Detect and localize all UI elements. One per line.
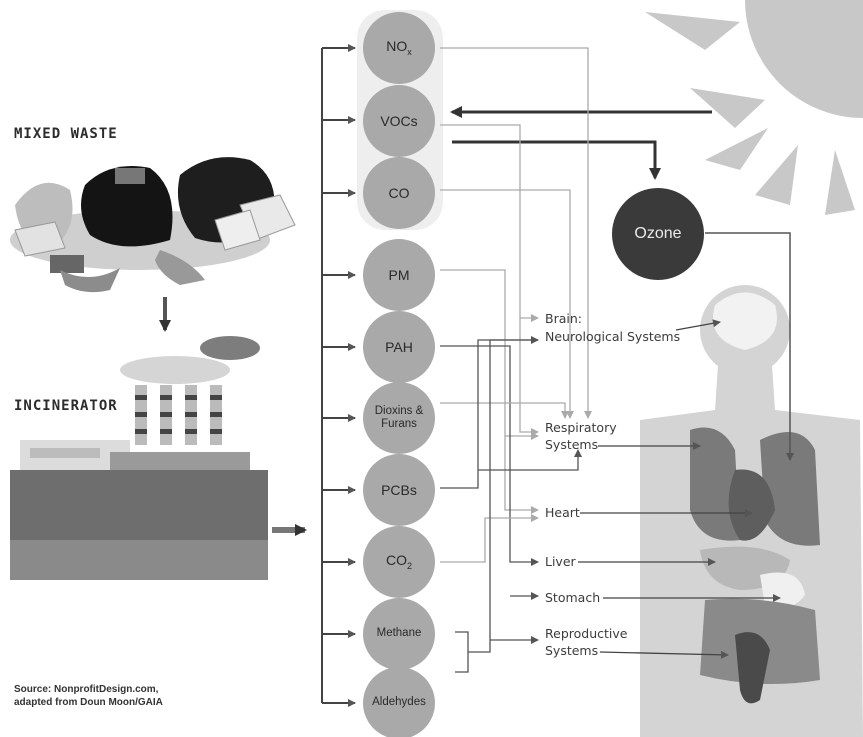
mixed-waste-illustration bbox=[10, 157, 295, 292]
pollutant-pm-label: PM bbox=[389, 267, 410, 283]
pollutant-dioxins-label: Dioxins & Furans bbox=[371, 405, 427, 431]
organ-liver-label: Liver bbox=[545, 554, 576, 569]
pollutant-methane: Methane bbox=[363, 598, 435, 670]
organ-neurological-label: Neurological Systems bbox=[545, 329, 680, 344]
pollutant-methane-label: Methane bbox=[377, 627, 422, 640]
pollutant-co-label: CO bbox=[389, 185, 410, 201]
pollutant-nox: NOx bbox=[363, 12, 435, 84]
source-line-1: Source: NonprofitDesign.com, bbox=[14, 683, 163, 696]
pollutant-pm: PM bbox=[363, 239, 435, 311]
mixed-waste-title: MIXED WASTE bbox=[14, 126, 118, 142]
organ-brain-label: Brain: bbox=[545, 311, 582, 326]
source-line-2: adapted from Doun Moon/GAIA bbox=[14, 696, 163, 709]
organ-heart-label: Heart bbox=[545, 505, 580, 520]
vocs-to-ozone-arrow bbox=[452, 142, 655, 178]
pollutant-pah: PAH bbox=[363, 311, 435, 383]
pollutant-nox-label: NO bbox=[386, 38, 407, 54]
ozone-node: Ozone bbox=[612, 188, 704, 280]
pollutant-co2: CO2 bbox=[363, 526, 435, 598]
pollutant-co: CO bbox=[363, 157, 435, 229]
pollutant-vocs-label: VOCs bbox=[380, 113, 417, 129]
organ-respiratory-label: Respiratory bbox=[545, 420, 617, 435]
pollutant-dioxins-furans: Dioxins & Furans bbox=[363, 382, 435, 454]
pollutant-pcbs: PCBs bbox=[363, 454, 435, 526]
pollutant-co2-sub: 2 bbox=[407, 561, 412, 571]
pollutant-vocs: VOCs bbox=[363, 85, 435, 157]
pollutant-pah-label: PAH bbox=[385, 339, 413, 355]
source-credit: Source: NonprofitDesign.com, adapted fro… bbox=[14, 683, 163, 709]
organ-respiratory-systems-label: Systems bbox=[545, 437, 598, 452]
human-body-illustration bbox=[640, 285, 863, 737]
organ-stomach-label: Stomach bbox=[545, 590, 600, 605]
pollutant-nox-sub: x bbox=[407, 47, 412, 57]
ozone-label: Ozone bbox=[634, 225, 681, 243]
pollutant-co2-label: CO bbox=[386, 552, 407, 568]
incinerator-title: INCINERATOR bbox=[14, 398, 118, 414]
organ-reproductive-label: Reproductive bbox=[545, 626, 627, 641]
pollutant-aldehydes-label: Aldehydes bbox=[372, 696, 426, 709]
sun-icon bbox=[645, 0, 863, 215]
incinerator-illustration bbox=[10, 336, 268, 580]
bracket-arrows bbox=[322, 48, 355, 703]
organ-reproductive-systems-label: Systems bbox=[545, 643, 598, 658]
pollutant-aldehydes: Aldehydes bbox=[363, 667, 435, 737]
pollutant-pcbs-label: PCBs bbox=[381, 482, 417, 498]
